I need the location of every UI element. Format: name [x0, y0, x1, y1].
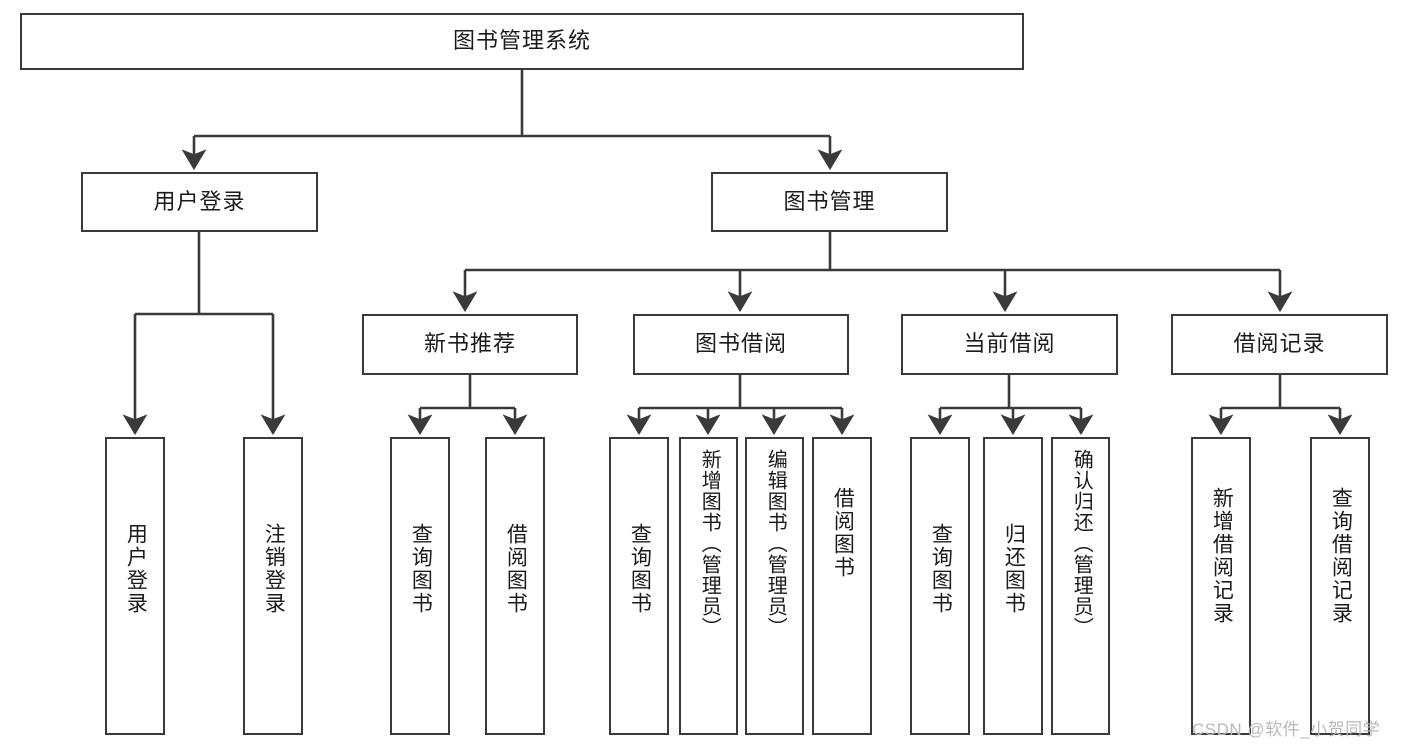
node-new-book-rec[interactable]: 新书推荐	[362, 314, 578, 375]
csdn-watermark: CSDN @软件_小贺同学	[1192, 720, 1381, 739]
node-leaf-confirm-return[interactable]: 确认归还（管理员）	[1051, 437, 1110, 735]
node-user-login-label: 用户登录	[153, 188, 246, 214]
node-leaf-query-book-1-label: 查询图书	[409, 523, 433, 615]
node-leaf-query-book-2[interactable]: 查询图书	[609, 437, 669, 735]
node-root-label: 图书管理系统	[452, 28, 591, 54]
node-book-borrow-label: 图书借阅	[694, 331, 787, 357]
node-book-borrow[interactable]: 图书借阅	[633, 314, 849, 375]
node-leaf-borrow-book-2-label: 借阅图书	[831, 487, 855, 579]
node-borrow-record[interactable]: 借阅记录	[1171, 314, 1388, 375]
node-leaf-query-record[interactable]: 查询借阅记录	[1310, 437, 1370, 735]
node-leaf-query-record-label: 查询借阅记录	[1329, 487, 1353, 625]
node-leaf-add-book[interactable]: 新增图书（管理员）	[679, 437, 738, 735]
node-leaf-query-book-3[interactable]: 查询图书	[910, 437, 970, 735]
node-leaf-edit-book-label: 编辑图书（管理员）	[764, 449, 787, 638]
node-book-manage[interactable]: 图书管理	[711, 172, 948, 232]
node-new-book-rec-label: 新书推荐	[423, 331, 516, 357]
node-leaf-logout[interactable]: 注销登录	[243, 437, 303, 735]
node-leaf-query-book-1[interactable]: 查询图书	[390, 437, 450, 735]
node-leaf-query-book-3-label: 查询图书	[929, 523, 953, 615]
node-current-borrow[interactable]: 当前借阅	[901, 314, 1118, 375]
node-leaf-query-book-2-label: 查询图书	[628, 523, 652, 615]
node-leaf-logout-label: 注销登录	[262, 523, 286, 615]
node-leaf-confirm-return-label: 确认归还（管理员）	[1070, 449, 1093, 638]
node-current-borrow-label: 当前借阅	[963, 331, 1056, 357]
node-leaf-borrow-book-1[interactable]: 借阅图书	[485, 437, 545, 735]
node-book-manage-label: 图书管理	[783, 188, 876, 214]
node-leaf-add-record-label: 新增借阅记录	[1210, 487, 1234, 625]
node-leaf-user-login-label: 用户登录	[124, 523, 148, 615]
node-leaf-add-book-label: 新增图书（管理员）	[698, 449, 721, 638]
node-leaf-return-book-label: 归还图书	[1002, 523, 1026, 615]
node-leaf-return-book[interactable]: 归还图书	[983, 437, 1043, 735]
node-root[interactable]: 图书管理系统	[20, 13, 1024, 70]
node-borrow-record-label: 借阅记录	[1233, 331, 1326, 357]
node-leaf-user-login[interactable]: 用户登录	[105, 437, 165, 735]
node-leaf-edit-book[interactable]: 编辑图书（管理员）	[745, 437, 804, 735]
node-leaf-borrow-book-1-label: 借阅图书	[504, 523, 528, 615]
node-leaf-add-record[interactable]: 新增借阅记录	[1191, 437, 1251, 735]
node-user-login[interactable]: 用户登录	[81, 172, 318, 232]
node-leaf-borrow-book-2[interactable]: 借阅图书	[812, 437, 872, 735]
